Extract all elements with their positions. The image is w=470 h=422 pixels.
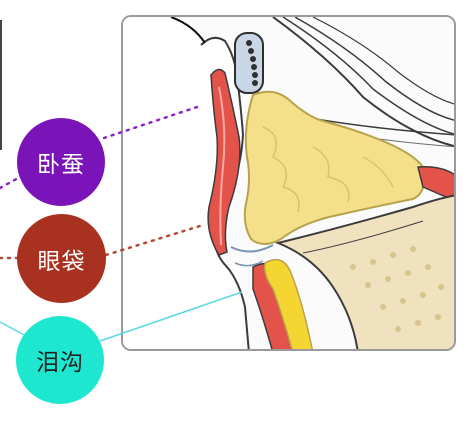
- eye-anatomy-illustration: [121, 15, 456, 351]
- eyeball-outline: [272, 17, 454, 148]
- wocan-label: 卧蚕: [17, 118, 105, 206]
- eye-cross-section: [123, 17, 454, 349]
- yandai-label-text: 眼袋: [37, 248, 86, 275]
- suborbicularis-fat: [263, 258, 313, 349]
- orbital-bone: [274, 194, 454, 349]
- yandai-label: 眼袋: [17, 214, 106, 303]
- lateral-muscle: [417, 165, 454, 202]
- wocan-label-text: 卧蚕: [37, 152, 85, 178]
- left-edge-rule: [0, 20, 2, 150]
- tarsal-gland: [234, 32, 264, 94]
- leigou-label: 泪沟: [16, 316, 104, 404]
- orbital-fat: [243, 90, 426, 245]
- leigou-label-text: 泪沟: [36, 350, 84, 376]
